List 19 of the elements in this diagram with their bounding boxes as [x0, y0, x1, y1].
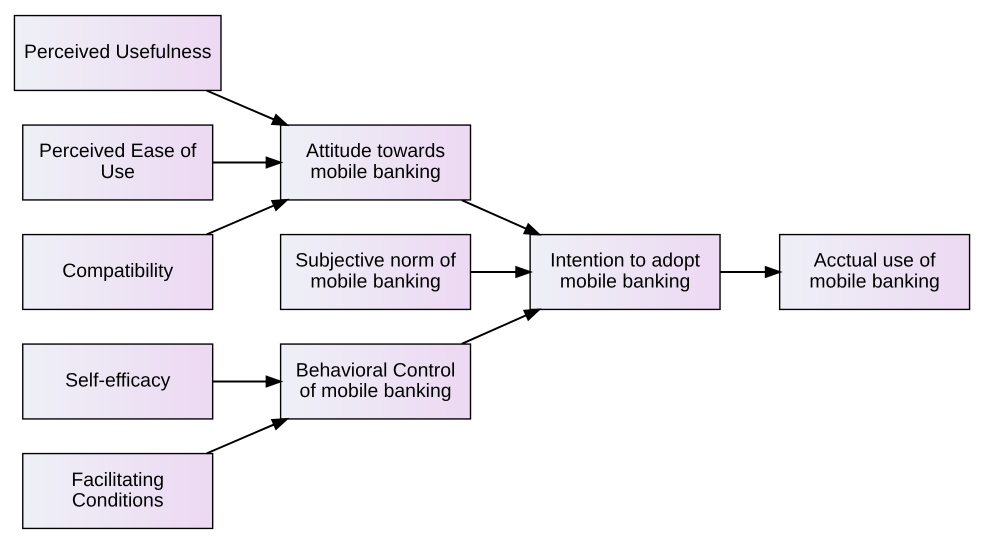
node-box: Attitude towards mobile banking [280, 124, 472, 201]
node-box: Intention to adopt mobile banking [529, 234, 721, 310]
node-box: Subjective norm of mobile banking [280, 234, 472, 310]
arrow [206, 418, 290, 454]
node-box: Acctual use of mobile banking [778, 234, 970, 310]
arrow [461, 308, 542, 345]
node-box: Perceived Usefulness [14, 14, 222, 92]
arrow [720, 266, 783, 278]
node-box: Perceived Ease of Use [22, 124, 214, 201]
arrow [213, 156, 284, 169]
arrow [461, 199, 542, 236]
arrow [470, 266, 534, 278]
arrow [206, 90, 290, 126]
arrow [213, 375, 284, 388]
node-box: Compatibility [22, 234, 214, 310]
node-box: Behavioral Control of mobile banking [280, 343, 472, 420]
node-box: Self-efficacy [22, 343, 214, 420]
arrow [206, 198, 290, 236]
node-box: Facilitating Conditions [22, 452, 214, 530]
